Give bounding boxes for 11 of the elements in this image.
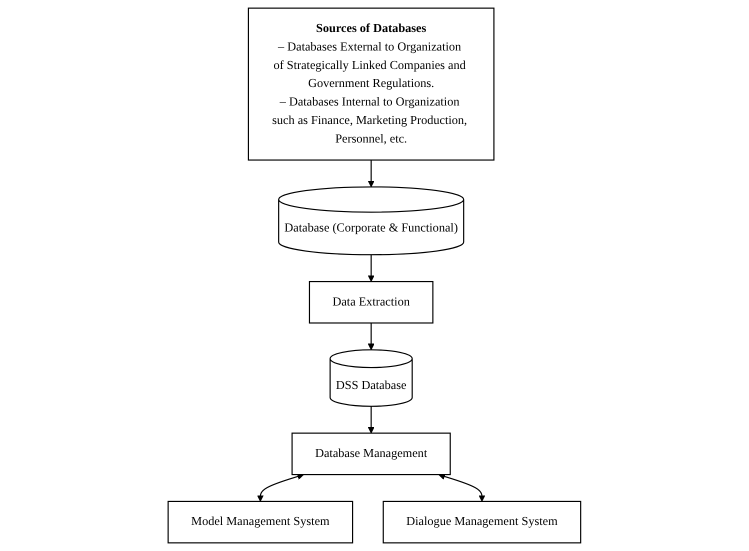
arrow xyxy=(368,406,375,434)
node-box: Sources of Databases – Databases External to Organization of Strategically Linked Companies and Government Regulations. – Databases Internal to Organization such as Finance, Marketing Production, Personnel, etc. xyxy=(248,8,495,161)
node-box: Data Extraction xyxy=(308,281,434,324)
arrow xyxy=(368,254,375,282)
arrow xyxy=(368,323,375,350)
arrow xyxy=(438,473,486,502)
arrow xyxy=(368,160,375,188)
arrow xyxy=(257,473,304,502)
node-box: Database Management xyxy=(292,432,451,476)
node-box: Dialogue Management System xyxy=(382,500,582,544)
node-box: Model Management System xyxy=(168,500,354,544)
